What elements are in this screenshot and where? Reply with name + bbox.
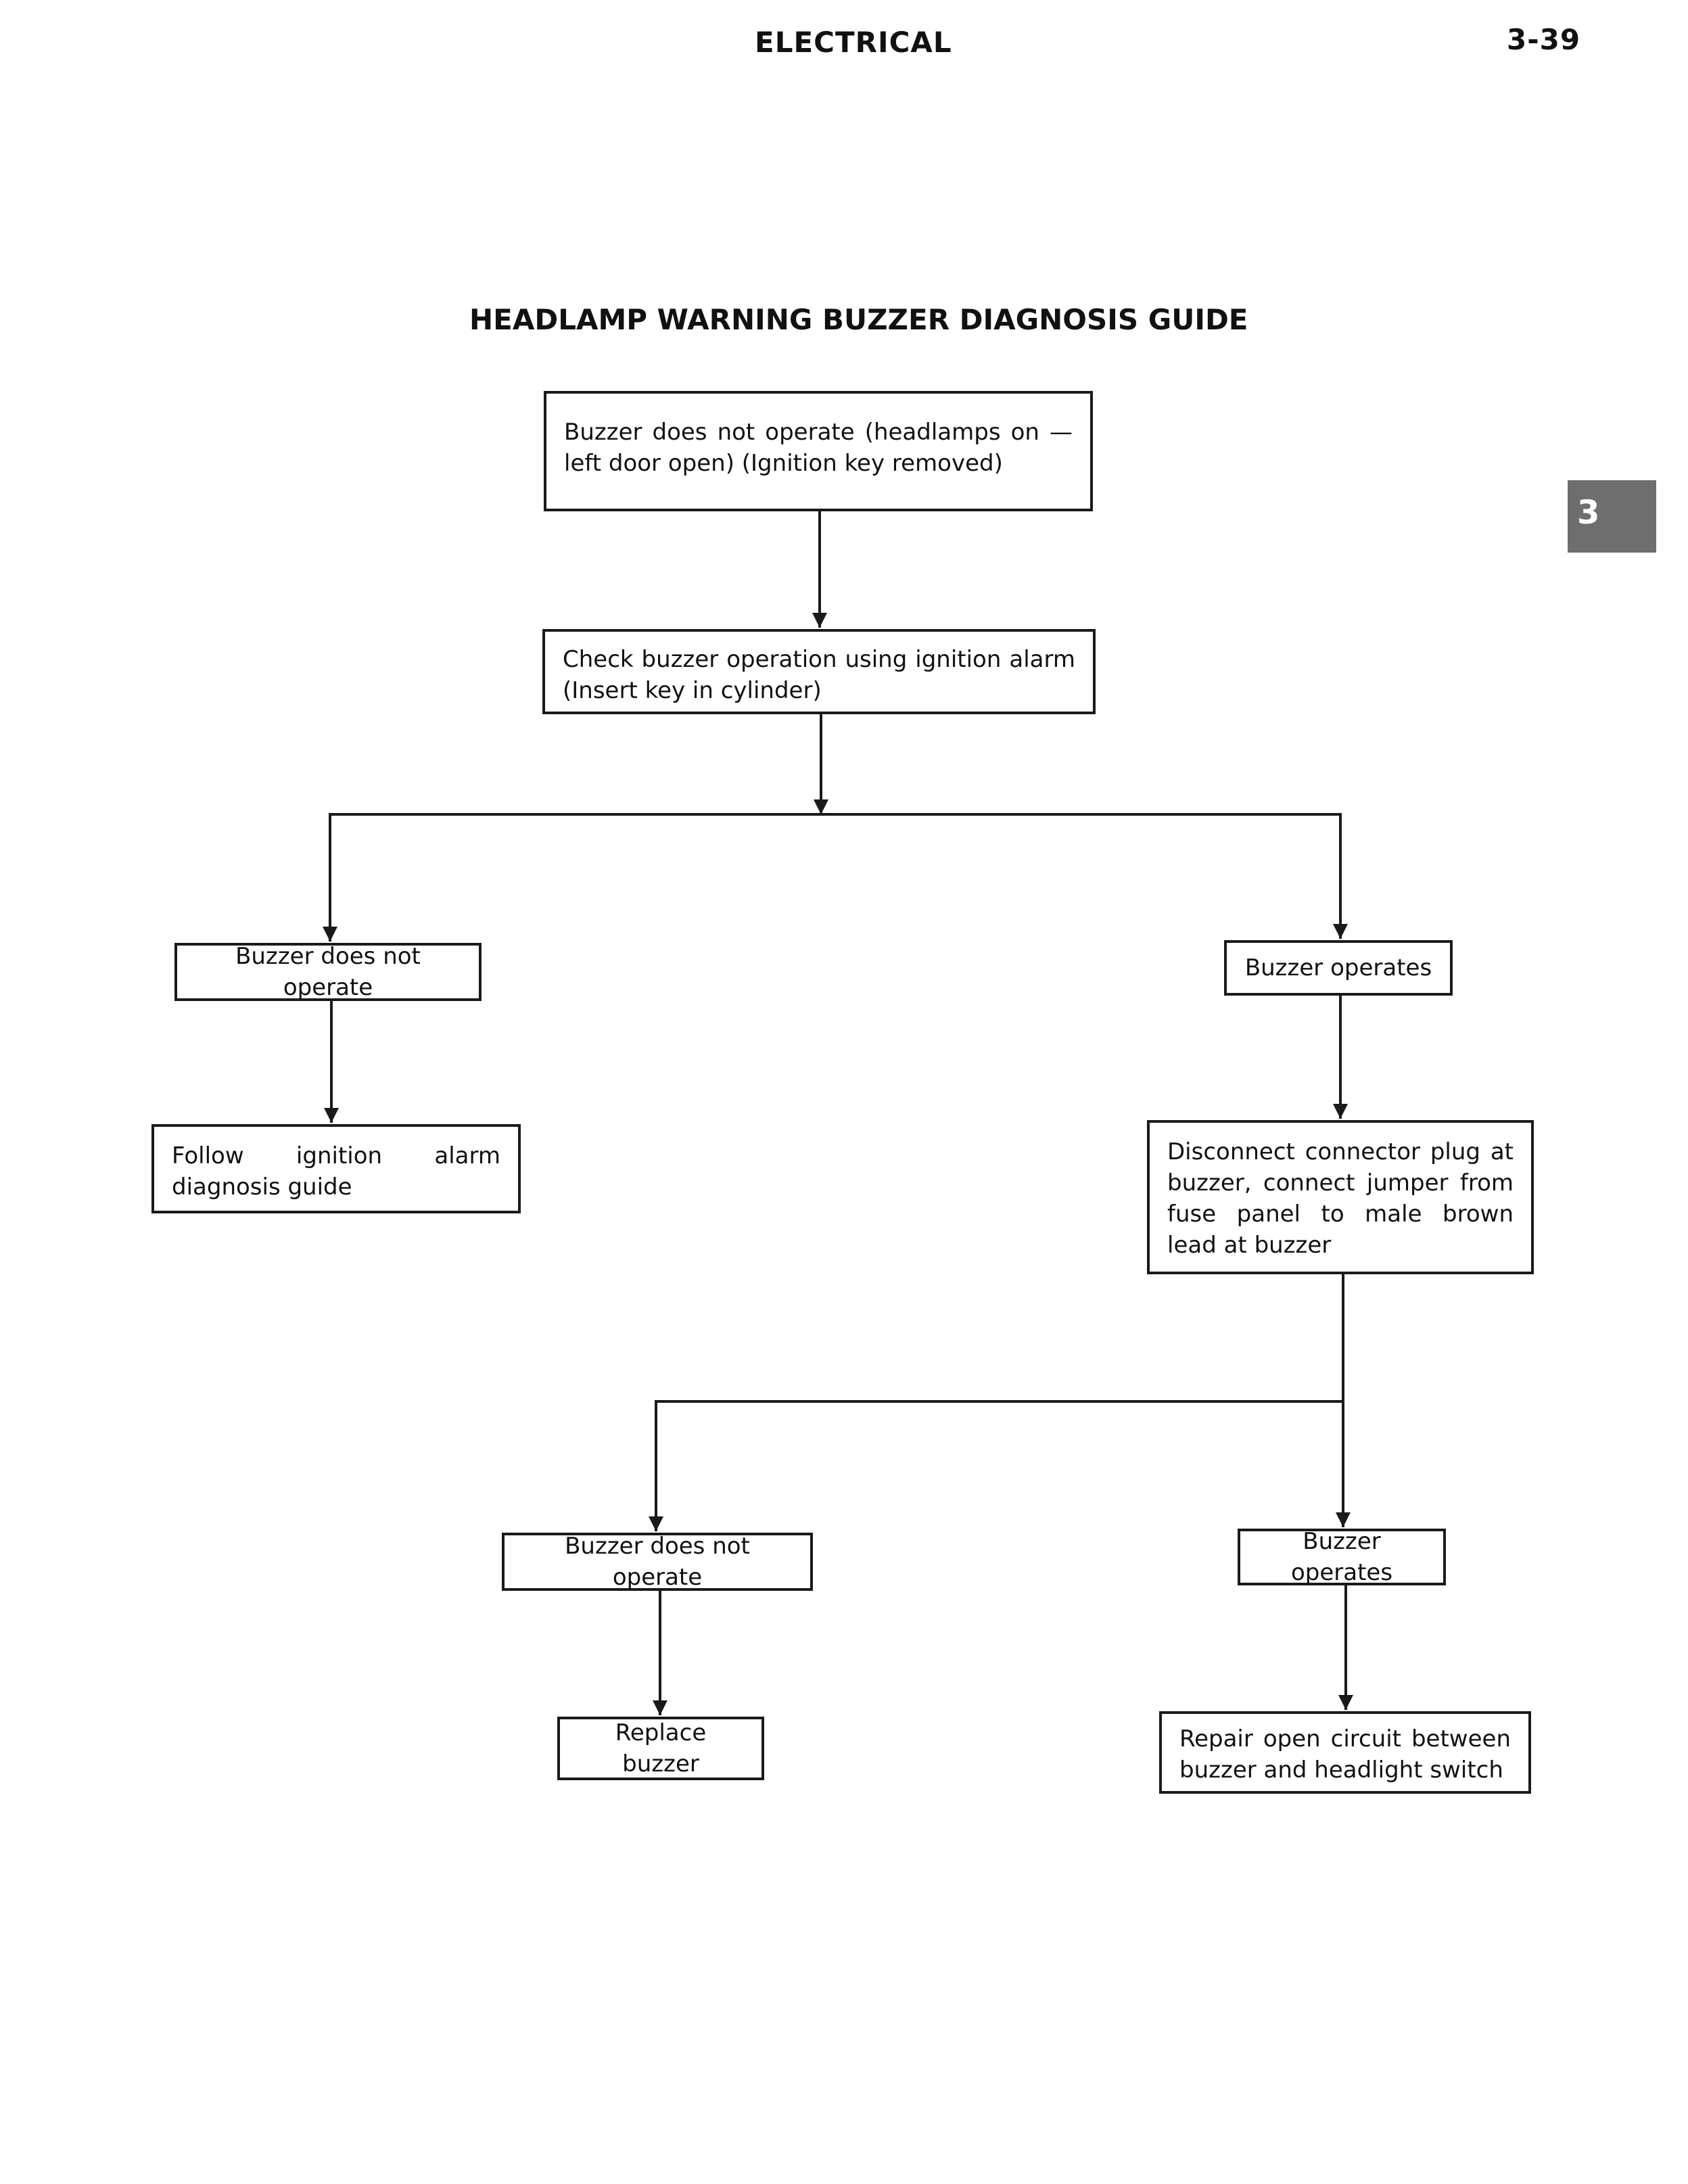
node-right1: Buzzer operates [1224,940,1453,996]
edge-split-left1 [323,813,821,942]
diagram-title: HEADLAMP WARNING BUZZER DIAGNOSIS GUIDE [469,303,1248,336]
node-check: Check buzzer operation using ignition al… [542,629,1096,714]
node-right2: Buzzer operates [1238,1528,1446,1586]
node-left1: Buzzer does not operate [174,943,482,1001]
page-number: 3-39 [1507,23,1581,56]
section-tab: 3 [1568,480,1656,553]
node-repair: Repair open circuit between buzzer and h… [1159,1711,1531,1794]
node-disconnect: Disconnect connector plug at buzzer, con… [1147,1120,1534,1274]
node-start: Buzzer does not operate (headlamps on — … [544,391,1093,511]
edge-disconnect-left2 [649,1400,1343,1531]
edge-split-right1 [821,813,1348,939]
node-follow: Follow ignition alarm diagnosis guide [151,1124,521,1213]
section-tab-label: 3 [1577,494,1600,532]
section-header: ELECTRICAL [755,26,952,59]
node-left2: Buzzer does not operate [502,1533,813,1591]
node-replace: Replace buzzer [557,1717,764,1780]
